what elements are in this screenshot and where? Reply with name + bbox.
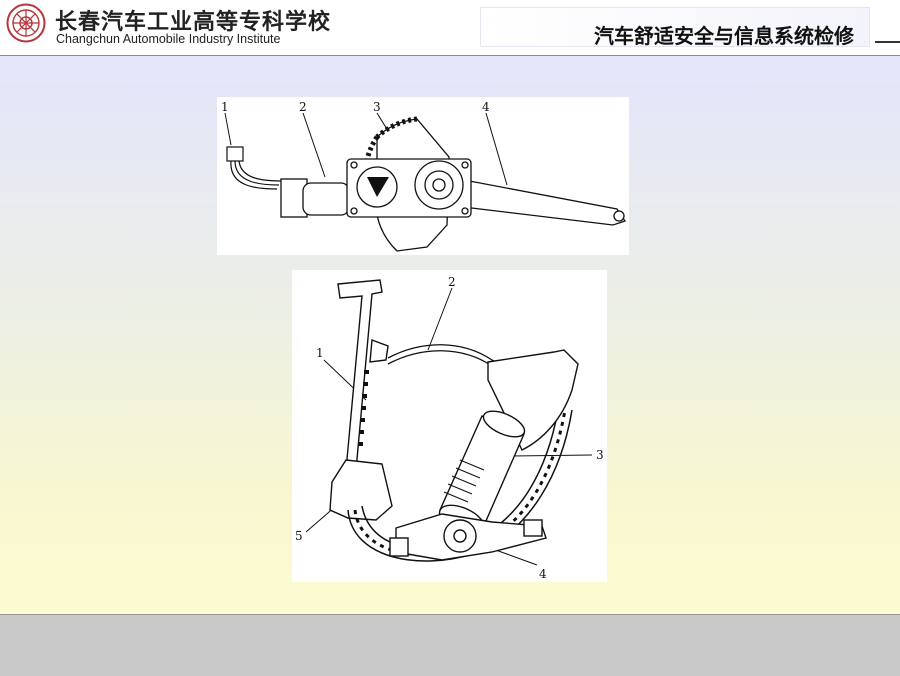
callout-4: 4 [482, 100, 490, 114]
title-box [480, 7, 870, 47]
callout-1: 1 [316, 346, 324, 360]
callout-2: 2 [299, 100, 307, 114]
callout-1: 1 [221, 100, 229, 114]
title-underline [875, 41, 900, 43]
course-title: 汽车舒适安全与信息系统检修 [594, 24, 854, 48]
callout-2: 2 [448, 275, 456, 289]
school-seal-icon [6, 3, 46, 43]
callout-3: 3 [596, 448, 604, 462]
window-regulator-diagram-top: 1 2 3 4 [217, 97, 629, 255]
callout-4: 4 [539, 567, 547, 581]
callout-3: 3 [373, 100, 381, 114]
callout-5: 5 [295, 529, 303, 543]
school-name-cn: 长春汽车工业高等专科学校 [55, 10, 332, 35]
window-regulator-diagram-bottom: 1 2 3 4 5 [292, 270, 607, 582]
header-bar: 长春汽车工业高等专科学校 Changchun Automobile Indust… [0, 0, 900, 55]
school-name-en: Changchun Automobile Industry Institute [56, 32, 281, 46]
footer-band [0, 614, 900, 676]
